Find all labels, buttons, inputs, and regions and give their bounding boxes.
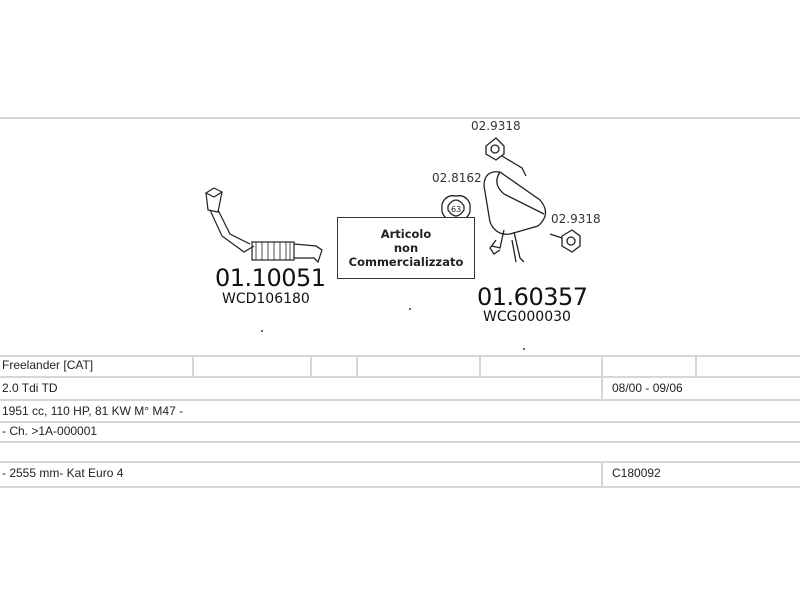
table-column-divider: [695, 355, 697, 378]
table-cell-chassis: - Ch. >1A-000001: [2, 424, 98, 438]
part-code-rubber-mount-top[interactable]: 02.9318: [471, 119, 521, 133]
part-code-rubber-mount-right[interactable]: 02.9318: [551, 212, 601, 226]
part-code-rear-silencer[interactable]: 01.60357: [477, 283, 588, 311]
svg-text:63: 63: [451, 205, 461, 214]
table-column-divider: [192, 355, 194, 378]
table-column-divider: [356, 355, 358, 378]
exhaust-diagram: 63: [204, 137, 581, 264]
not-sold-line-3: Commercializzato: [348, 255, 464, 269]
table-cell-specs: 1951 cc, 110 HP, 81 KW M° M47 -: [2, 404, 184, 418]
table-cell-engine: 2.0 Tdi TD: [2, 381, 58, 395]
table-top-border: [0, 355, 800, 357]
not-sold-line-2: non: [393, 241, 419, 255]
table-row: - 2555 mm- Kat Euro 4 C180092: [0, 463, 800, 488]
table-row: 2.0 Tdi TD 08/00 - 09/06: [0, 378, 800, 401]
table-row: - Ch. >1A-000001: [0, 423, 800, 443]
table-column-divider: [601, 378, 603, 401]
marker-dot: [409, 308, 411, 310]
table-column-divider: [601, 355, 603, 378]
part-code-gasket[interactable]: 02.8162: [432, 171, 482, 185]
marker-dot: [261, 330, 263, 332]
table-row: [0, 443, 800, 463]
rubber-mount-top-drawing: [485, 137, 527, 177]
table-column-divider: [479, 355, 481, 378]
front-pipe-drawing: [204, 187, 323, 264]
part-ref-front-pipe: WCD106180: [222, 291, 310, 307]
rear-silencer-drawing: [483, 171, 547, 263]
diagram-top-border: [0, 117, 800, 119]
table-cell-wheelbase: - 2555 mm- Kat Euro 4: [2, 466, 124, 480]
not-sold-line-1: Articolo: [380, 227, 432, 241]
marker-dot: [523, 348, 525, 350]
rubber-mount-right-drawing: [549, 229, 581, 253]
table-column-divider: [601, 463, 603, 488]
not-sold-box: Articolo non Commercializzato: [337, 217, 475, 279]
table-row: Freelander [CAT]: [0, 355, 800, 378]
table-cell-years: 08/00 - 09/06: [612, 381, 683, 395]
table-cell-model: Freelander [CAT]: [2, 358, 94, 372]
part-code-front-pipe[interactable]: 01.10051: [215, 264, 326, 292]
table-row: 1951 cc, 110 HP, 81 KW M° M47 -: [0, 401, 800, 423]
table-column-divider: [310, 355, 312, 378]
table-cell-catalog-code: C180092: [612, 466, 661, 480]
part-ref-rear-silencer: WCG000030: [483, 309, 571, 325]
